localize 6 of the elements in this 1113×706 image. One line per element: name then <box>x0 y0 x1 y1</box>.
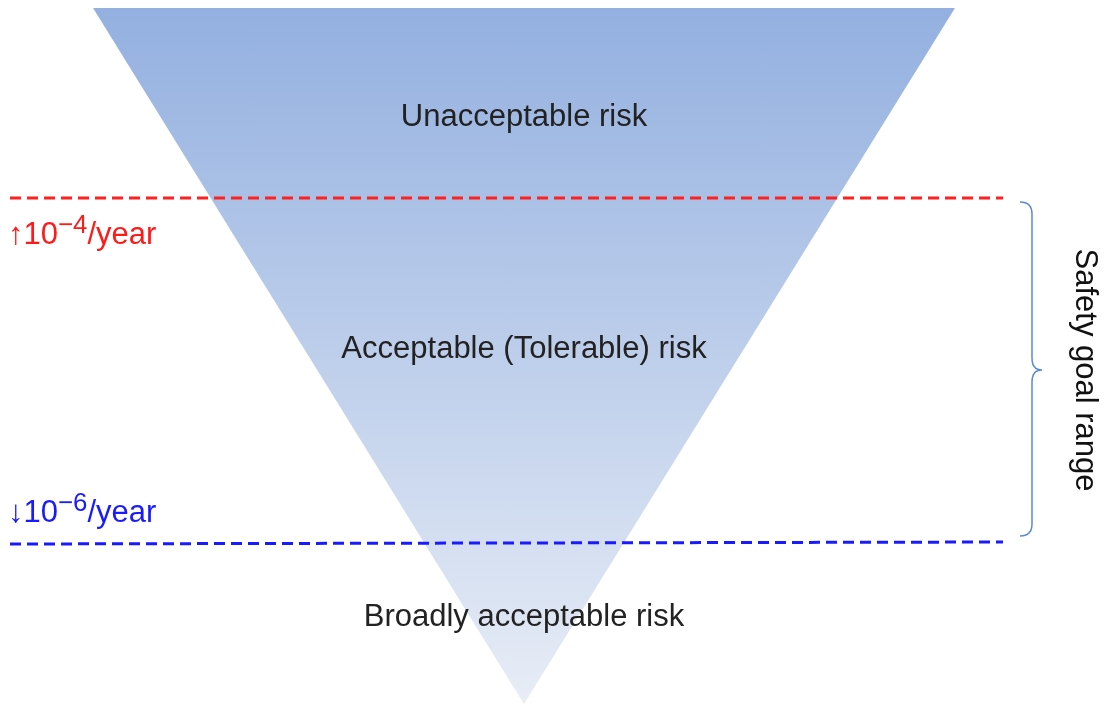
zone-label: Unacceptable risk <box>400 98 648 134</box>
threshold-label: ↓10$^{−6}$/year <box>8 488 157 531</box>
zone-label: Acceptable (Tolerable) risk <box>341 330 707 366</box>
range-label: Safety goal range <box>1068 248 1104 492</box>
zone-label: Broadly acceptable risk <box>363 598 685 634</box>
threshold-label: ↑10$^{−4}$/year <box>8 210 157 253</box>
